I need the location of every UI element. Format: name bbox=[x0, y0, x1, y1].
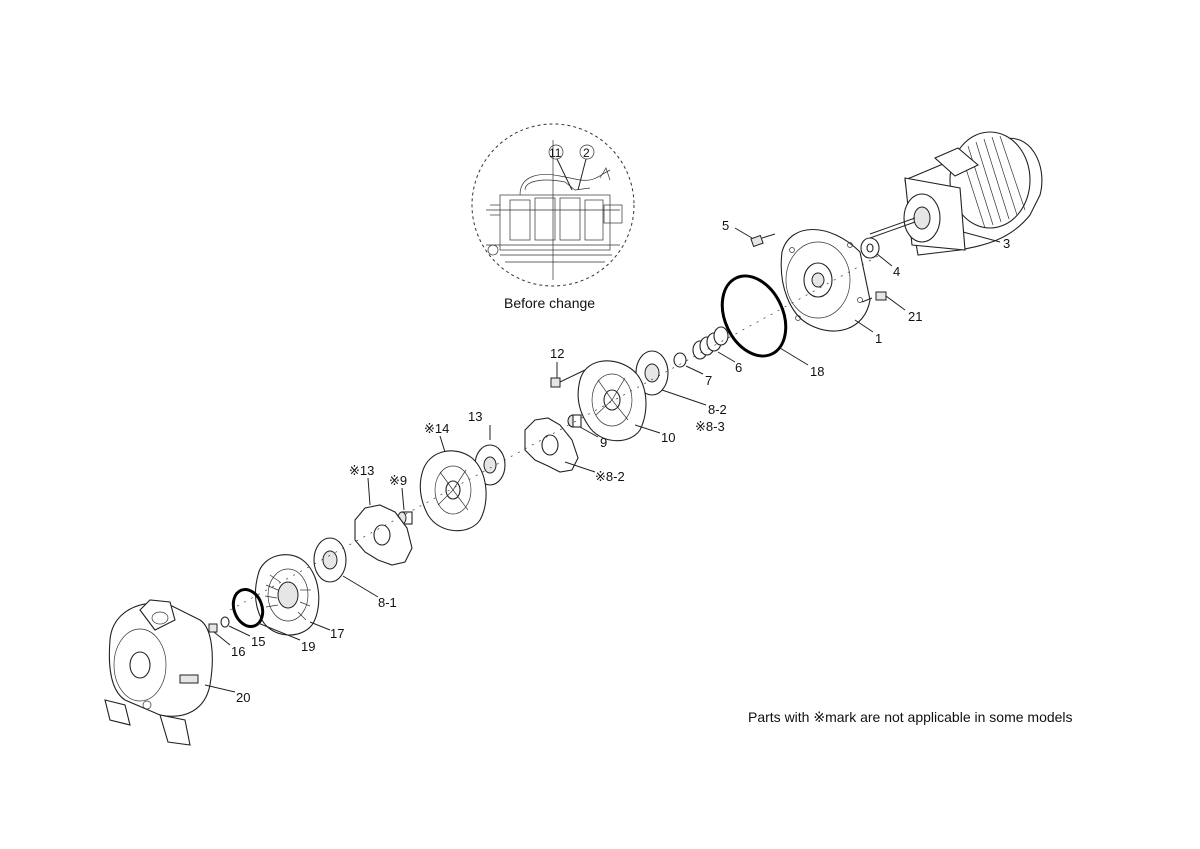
diffuser-plate-part-13-optional bbox=[354, 477, 413, 566]
spring-part-6 bbox=[692, 326, 736, 363]
callout-15: 15 bbox=[251, 634, 265, 649]
callout-13: ※8-2 bbox=[595, 469, 625, 484]
callout-1: 1 bbox=[875, 331, 882, 346]
callout-12: 12 bbox=[550, 346, 564, 361]
pump-casing-part-20 bbox=[104, 599, 236, 746]
bolt-part-5 bbox=[734, 227, 776, 248]
callout-16: 16 bbox=[231, 644, 245, 659]
inset-detail: 11 2 Before change bbox=[471, 123, 635, 311]
diffuser-plate-part-13 bbox=[524, 417, 596, 473]
impeller-part-8-2 bbox=[635, 350, 707, 406]
bolt-part-12 bbox=[550, 362, 586, 388]
callout-8-2: 8-2 bbox=[708, 402, 727, 417]
assembly-axis bbox=[229, 254, 881, 611]
callout-9-optional: ※9 bbox=[389, 473, 407, 488]
callout-17: 17 bbox=[330, 626, 344, 641]
stage-casing-part-10 bbox=[577, 360, 661, 442]
inset-label-2: 2 bbox=[583, 146, 590, 160]
washer-part-4 bbox=[860, 237, 893, 267]
motor-part-3 bbox=[869, 131, 1043, 256]
o-ring-part-18 bbox=[720, 274, 809, 366]
callout-21: 21 bbox=[908, 309, 922, 324]
callout-5: 5 bbox=[722, 218, 729, 233]
callout-8-2-optional: 13 bbox=[468, 409, 482, 424]
bolt-part-21 bbox=[861, 291, 906, 311]
callout-10: 10 bbox=[661, 430, 675, 445]
inset-caption: Before change bbox=[504, 295, 595, 311]
nut-part-16 bbox=[208, 623, 231, 646]
o-ring-part-19 bbox=[231, 588, 301, 641]
callout-8-1: 8-1 bbox=[378, 595, 397, 610]
impeller-part-8-1 bbox=[313, 537, 379, 598]
stage-casing-part-14 bbox=[419, 435, 487, 532]
callout-6: 6 bbox=[735, 360, 742, 375]
callout-4: 4 bbox=[893, 264, 900, 279]
callout-8-3: ※8-3 bbox=[695, 419, 725, 434]
applicability-note: Parts with ※mark are not applicable in s… bbox=[748, 709, 1073, 725]
callout-19: 19 bbox=[301, 639, 315, 654]
callout-18: 18 bbox=[810, 364, 824, 379]
washer-part-15 bbox=[220, 616, 251, 637]
liner-part-17 bbox=[254, 554, 331, 636]
callout-13-optional: ※13 bbox=[349, 463, 374, 478]
callout-3: 3 bbox=[1003, 236, 1010, 251]
callout-9a: 9 bbox=[600, 435, 607, 450]
sleeve-part-9 bbox=[567, 414, 599, 438]
flange-part-1 bbox=[780, 229, 874, 333]
callout-14: ※14 bbox=[424, 421, 449, 436]
washer-part-7 bbox=[673, 352, 704, 375]
callout-20: 20 bbox=[236, 690, 250, 705]
callout-7: 7 bbox=[705, 373, 712, 388]
inset-label-11: 11 bbox=[549, 146, 562, 160]
